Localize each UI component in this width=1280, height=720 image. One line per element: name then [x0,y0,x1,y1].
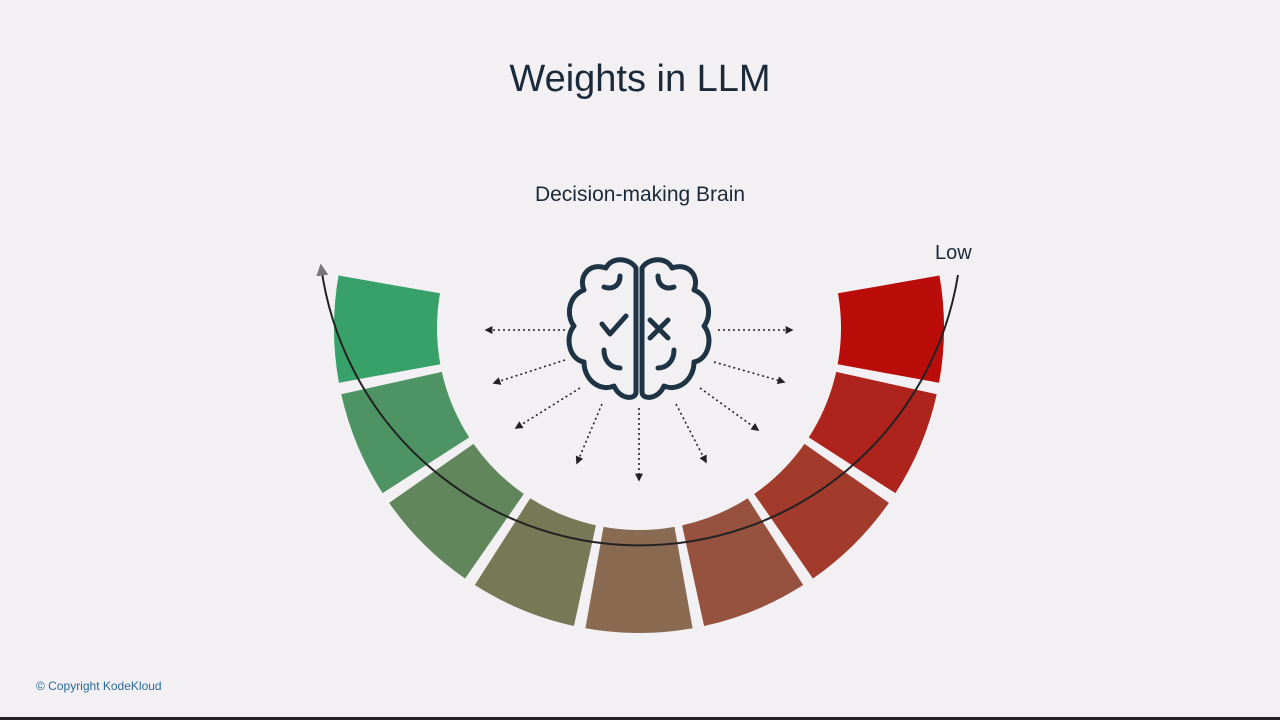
dotted-arrow [514,387,581,429]
dotted-arrow [699,387,760,431]
slide-title: Weights in LLM [509,58,771,100]
dotted-arrow [575,403,603,465]
gauge-segment [808,371,937,494]
gauge-segment [474,498,596,626]
gauge-segment [754,443,889,579]
scale-label-low: Low [935,242,972,264]
dotted-arrow [713,361,786,385]
diagram-subtitle: Decision-making Brain [534,183,746,206]
gauge-segment [333,275,441,383]
dotted-arrows [484,326,794,482]
bottom-bar [0,717,1280,720]
gauge-segment [682,498,804,626]
gauge-segment [585,526,693,633]
copyright-notice: © Copyright KodeKloud [36,679,162,693]
brain-icon [566,257,712,400]
dotted-arrow [675,403,707,464]
gauge-segment [837,275,944,383]
dotted-arrow [492,359,566,385]
scale-arc-arrow [316,263,959,547]
gauge-segment [389,443,524,579]
